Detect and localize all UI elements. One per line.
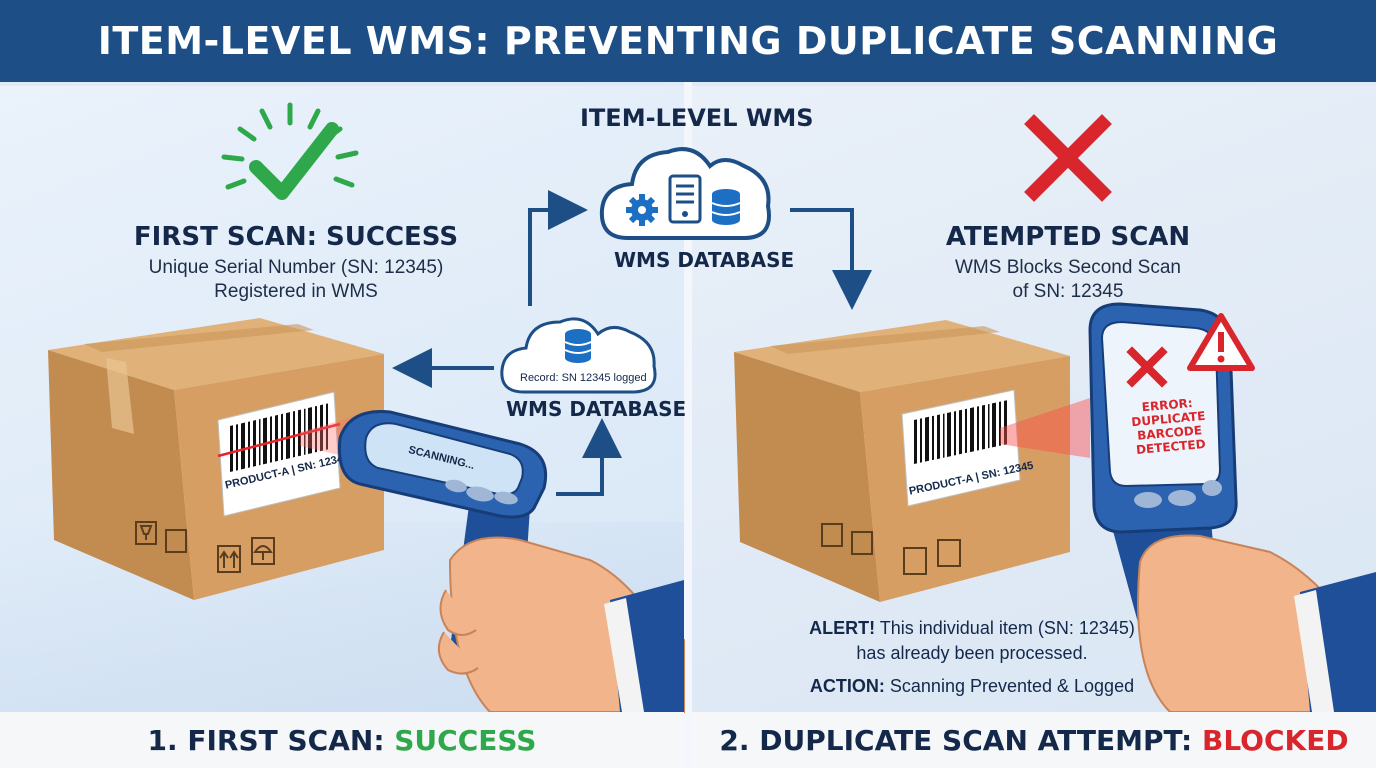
scanner-beam-right <box>1000 398 1090 458</box>
warning-icon <box>1187 313 1255 371</box>
alert-line2: has already been processed. <box>856 643 1088 663</box>
cloud-icon <box>599 147 771 240</box>
server-icon <box>668 174 702 224</box>
action-prefix: ACTION: <box>809 676 885 696</box>
left-subtext-line1: Unique Serial Number (SN: 12345) <box>148 257 444 278</box>
cross-icon <box>1024 114 1112 202</box>
check-icon <box>221 102 359 200</box>
footer-right-status: BLOCKED <box>1201 723 1349 757</box>
database-icon <box>711 189 741 225</box>
small-cloud-record: Record: SN 12345 logged <box>520 372 647 384</box>
footer-right: 2. DUPLICATE SCAN ATTEMPT: BLOCKED <box>692 712 1376 768</box>
footer-right-prefix: 2. DUPLICATE SCAN ATTEMPT: <box>719 723 1202 757</box>
top-cloud-label: WMS DATABASE <box>614 248 795 272</box>
cardboard-box <box>48 318 384 600</box>
alert-prefix: ALERT! <box>809 618 876 638</box>
arrow-scanner-to-cloud <box>556 418 622 496</box>
panel-divider <box>684 82 692 768</box>
footer-left: 1. FIRST SCAN: SUCCESS <box>0 712 684 768</box>
right-hand <box>1137 534 1376 713</box>
arrow-up-to-db <box>528 190 588 306</box>
right-subtext-line1: WMS Blocks Second Scan <box>955 257 1181 278</box>
this-side-up-icon <box>219 550 239 568</box>
alert-line1: This individual item (SN: 12345) <box>875 618 1135 638</box>
center-title: ITEM-LEVEL WMS <box>580 104 814 132</box>
fragile-icon <box>139 525 153 540</box>
small-cloud-label: WMS DATABASE <box>506 397 687 421</box>
keep-dry-icon <box>253 545 273 560</box>
right-heading: ATEMPTED SCAN <box>945 222 1191 252</box>
small-cloud-icon <box>500 317 657 394</box>
left-heading: FIRST SCAN: SUCCESS <box>133 222 459 252</box>
action-text: Scanning Prevented & Logged <box>884 676 1135 696</box>
database-icon <box>564 329 592 363</box>
gear-icon <box>626 194 658 226</box>
right-subtext-line2: of SN: 12345 <box>1012 281 1124 302</box>
page-title: ITEM-LEVEL WMS: PREVENTING DUPLICATE SCA… <box>97 19 1279 63</box>
cardboard-box-right <box>734 320 1070 602</box>
footer-left-status: SUCCESS <box>394 723 537 757</box>
arrow-db-to-right <box>790 208 872 310</box>
barcode-bars <box>230 403 328 472</box>
header-bar: ITEM-LEVEL WMS: PREVENTING DUPLICATE SCA… <box>0 0 1376 82</box>
left-hand <box>437 536 685 713</box>
alert-message: ALERT! This individual item (SN: 12345) … <box>752 616 1192 699</box>
left-subtext-line2: Registered in WMS <box>214 281 378 302</box>
footer-left-prefix: 1. FIRST SCAN: <box>147 723 395 757</box>
